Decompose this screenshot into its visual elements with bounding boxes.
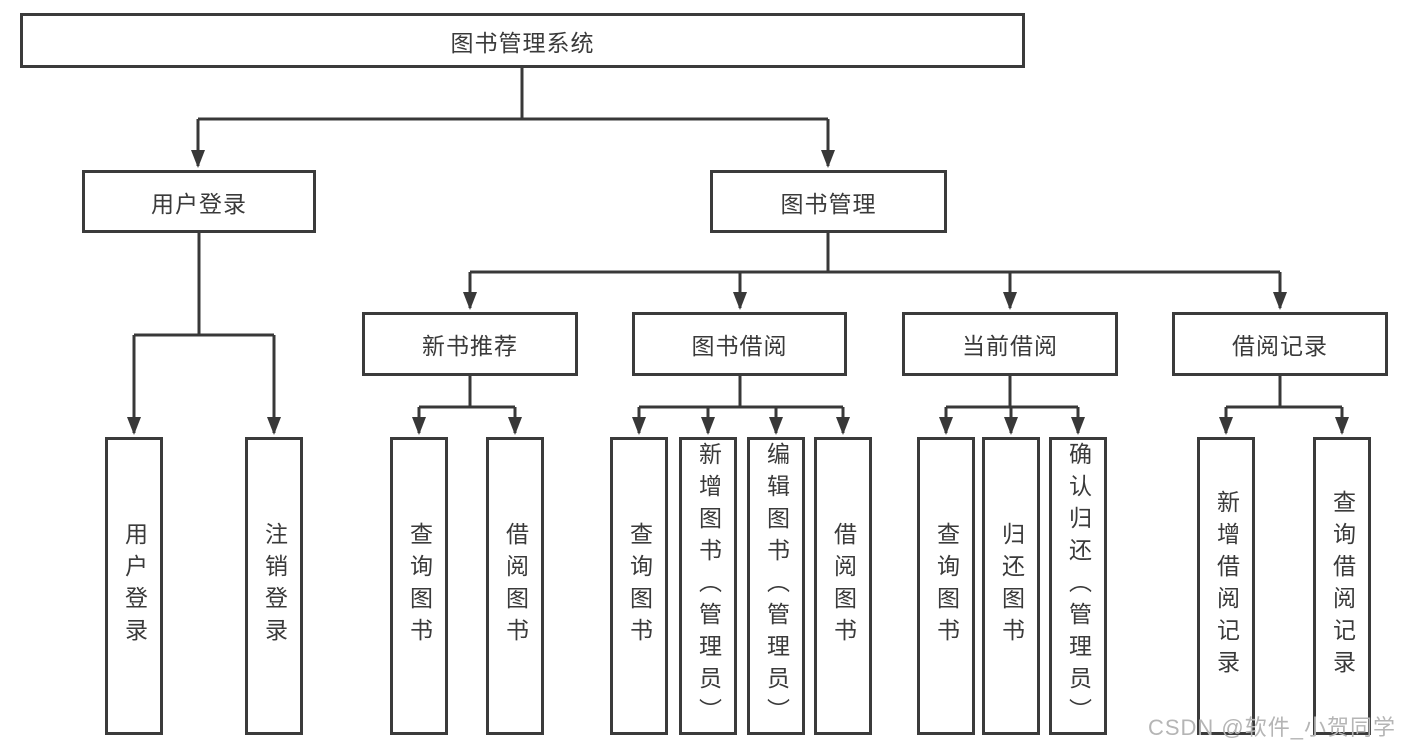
leaf-add-borrow-record: 新增借阅记录 [1197, 437, 1255, 735]
leaf-query-books-current: 查询图书 [917, 437, 975, 735]
node-user-login: 用户登录 [82, 170, 316, 233]
leaf-logout: 注销登录 [245, 437, 303, 735]
leaf-label: 编辑图书（管理员） [763, 442, 790, 730]
leaf-borrow-books: 借阅图书 [814, 437, 872, 735]
leaf-label: 借阅图书 [502, 522, 529, 650]
leaf-query-books-recommend: 查询图书 [390, 437, 448, 735]
leaf-edit-books-admin: 编辑图书（管理员） [747, 437, 805, 735]
connector-book-management-to-level3 [463, 233, 1287, 310]
connector-book-borrow-to-leaves [632, 376, 850, 435]
connector-user-login-to-leaves [127, 233, 281, 435]
connector-borrow-records-to-leaves [1219, 376, 1349, 435]
leaf-borrow-books-recommend: 借阅图书 [486, 437, 544, 735]
leaf-label: 新增图书（管理员） [695, 442, 722, 730]
leaf-label: 确认归还（管理员） [1065, 442, 1092, 730]
leaf-label: 借阅图书 [830, 522, 857, 650]
leaf-label: 用户登录 [121, 522, 148, 650]
leaf-query-borrow-record: 查询借阅记录 [1313, 437, 1371, 735]
node-current-borrow: 当前借阅 [902, 312, 1118, 376]
node-borrow-records: 借阅记录 [1172, 312, 1388, 376]
node-library-management-system: 图书管理系统 [20, 13, 1025, 68]
leaf-label: 注销登录 [261, 522, 288, 650]
leaf-user-login: 用户登录 [105, 437, 163, 735]
leaf-query-books-borrow: 查询图书 [610, 437, 668, 735]
node-new-book-recommend: 新书推荐 [362, 312, 578, 376]
leaf-label: 新增借阅记录 [1213, 490, 1240, 682]
leaf-label: 归还图书 [998, 522, 1025, 650]
leaf-return-books: 归还图书 [982, 437, 1040, 735]
node-book-borrow: 图书借阅 [632, 312, 847, 376]
leaf-label: 查询图书 [406, 522, 433, 650]
leaf-label: 查询图书 [626, 522, 653, 650]
leaf-confirm-return-admin: 确认归还（管理员） [1049, 437, 1107, 735]
connector-root-to-level2 [191, 68, 835, 168]
leaf-label: 查询图书 [933, 522, 960, 650]
connector-current-borrow-to-leaves [939, 376, 1085, 435]
leaf-label: 查询借阅记录 [1329, 490, 1356, 682]
csdn-watermark: CSDN @软件_小贺同学 [1147, 715, 1396, 740]
leaf-add-books-admin: 新增图书（管理员） [679, 437, 737, 735]
node-book-management: 图书管理 [710, 170, 947, 233]
connector-new-book-recommend-to-leaves [412, 376, 522, 435]
